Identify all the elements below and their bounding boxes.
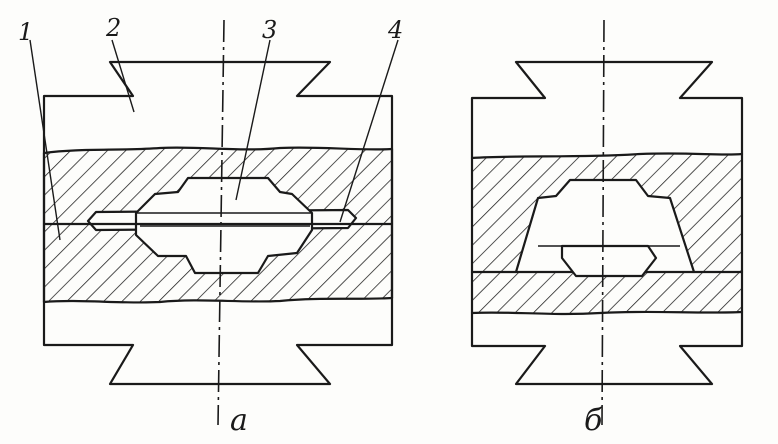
- view-b-center-axis: [601, 19, 605, 426]
- leader-1: [29, 39, 61, 241]
- view-a-center-axis: [217, 19, 225, 426]
- label-part-2: 2: [105, 14, 121, 42]
- view-b-upper-die-hatch: [472, 153, 742, 272]
- view-b-outline: [470, 60, 744, 386]
- leader-3: [235, 39, 271, 201]
- label-part-1: 1: [18, 18, 33, 46]
- view-a-outline: [42, 60, 394, 386]
- view-b-drawing: [470, 19, 744, 426]
- view-b-lower-die-hatch: [472, 272, 742, 314]
- view-b-upper-boundary: [470, 152, 744, 160]
- view-b-lower-boundary: [470, 310, 744, 316]
- label-part-3: 3: [262, 16, 277, 44]
- view-a-drawing: [29, 19, 399, 426]
- leader-4: [339, 39, 399, 223]
- view-a-upper-boundary: [42, 146, 394, 155]
- leader-2: [111, 39, 135, 113]
- view-b-lower-cavity: [560, 244, 658, 278]
- label-view-a: a: [230, 403, 248, 438]
- label-view-b: б: [584, 403, 603, 438]
- label-part-4: 4: [387, 16, 403, 44]
